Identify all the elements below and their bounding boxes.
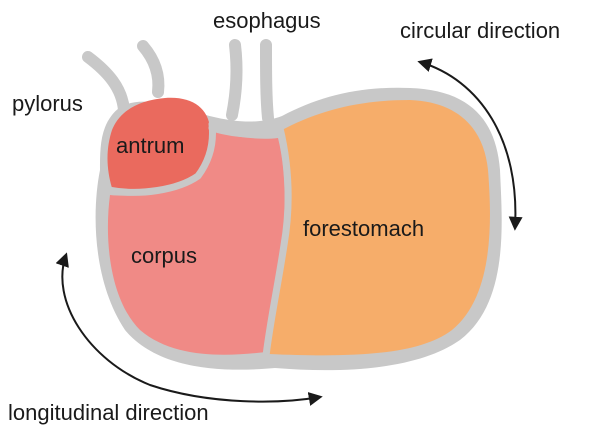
forestomach-label: forestomach [303,216,424,241]
esophagus-tube-right [266,45,268,118]
pylorus-tube-right [143,46,158,92]
longitudinal-direction-label: longitudinal direction [8,400,209,425]
pylorus-tube-left [88,57,124,110]
esophagus-tube-left [232,45,236,115]
pylorus-label: pylorus [12,91,83,116]
corpus-label: corpus [131,243,197,268]
esophagus-label: esophagus [213,8,321,33]
circular-direction-label: circular direction [400,18,560,43]
antrum-label: antrum [116,133,184,158]
